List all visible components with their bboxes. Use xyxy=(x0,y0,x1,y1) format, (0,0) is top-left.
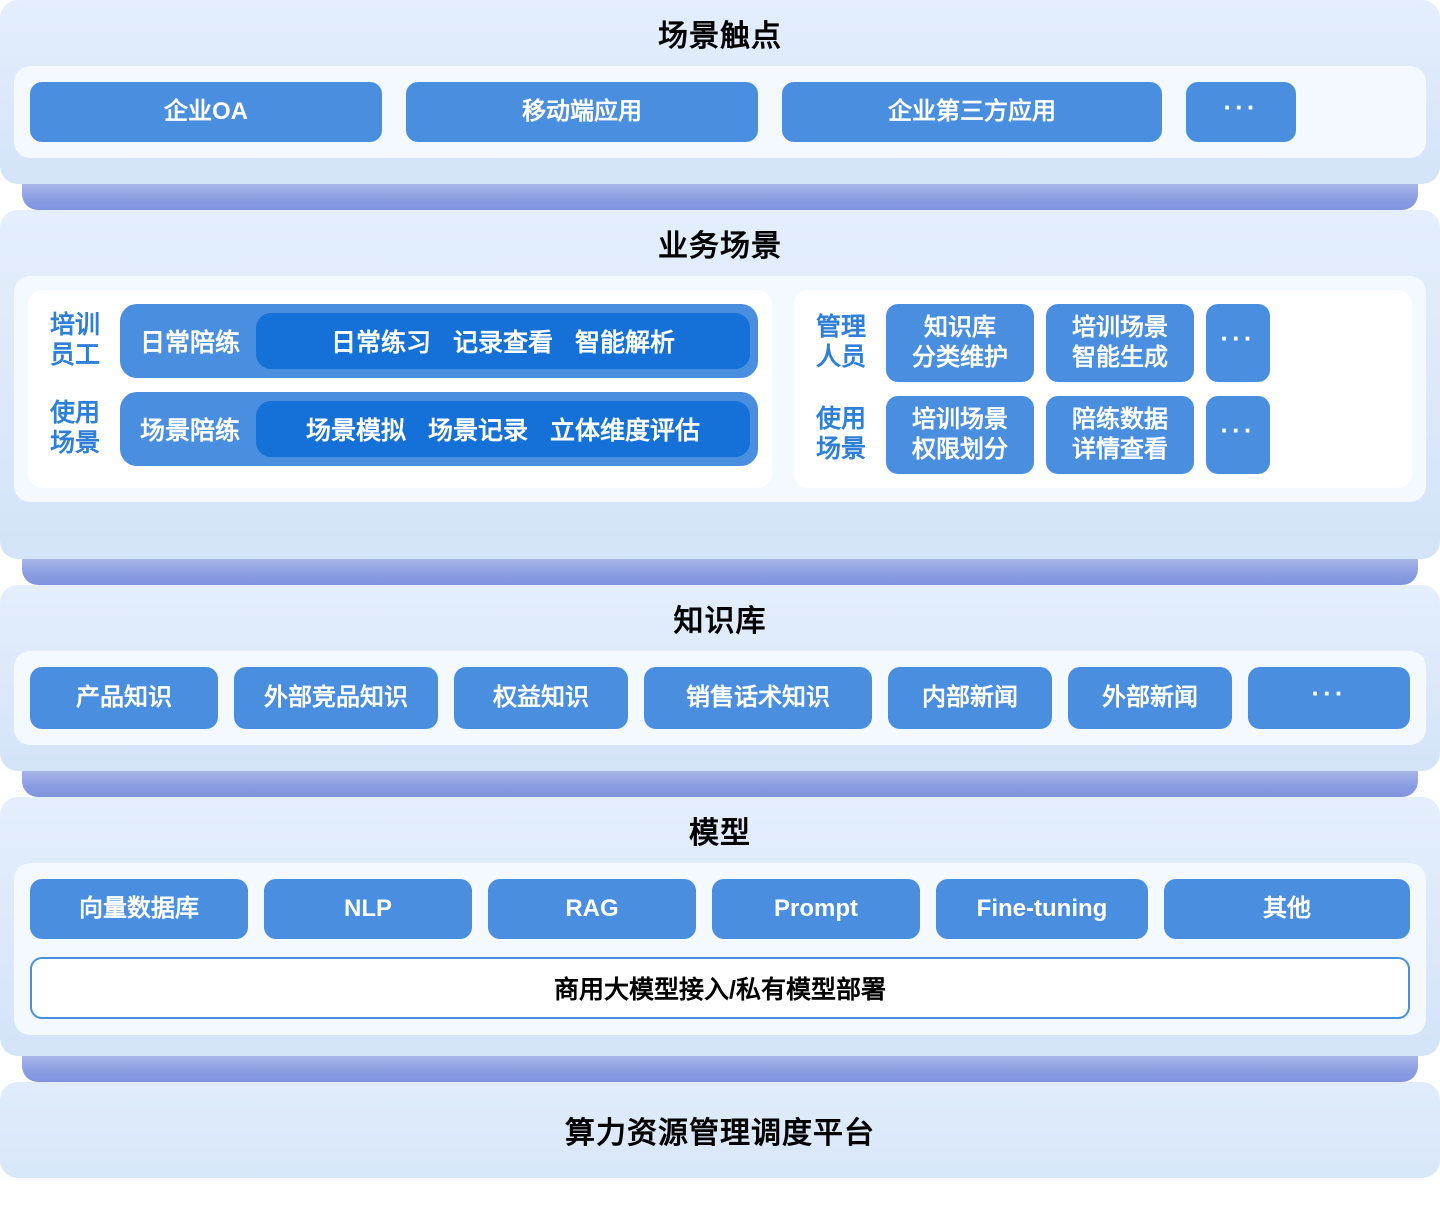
business-card: 培训 员工 日常陪练 日常练习 记录查看 智能解析 xyxy=(14,275,1426,502)
layer-knowledge-base: 知识库 产品知识 外部竞品知识 权益知识 销售话术知识 内部新闻 外部新闻 ··… xyxy=(0,585,1440,797)
layer-business-scenarios: 业务场景 培训 员工 日常陪练 日常练习 记录查看 智能解析 xyxy=(0,210,1440,585)
business-panel: 业务场景 培训 员工 日常陪练 日常练习 记录查看 智能解析 xyxy=(0,210,1440,559)
business-item-multidim-evaluation[interactable]: 立体维度评估 xyxy=(550,416,701,445)
model-chip-vector-db[interactable]: 向量数据库 xyxy=(30,878,248,939)
knowledge-title: 知识库 xyxy=(673,605,767,638)
business-left-group: 培训 员工 日常陪练 日常练习 记录查看 智能解析 xyxy=(28,289,772,488)
business-row-admin-staff: 管理 人员 知识库 分类维护 培训场景 智能生成 ··· xyxy=(808,303,1398,382)
role-label-admin-staff: 管理 人员 xyxy=(815,313,866,371)
role-label-usage-scenario-right: 使用 场景 xyxy=(815,405,866,463)
layer-compute-platform: 算力资源管理调度平台 xyxy=(0,1082,1440,1192)
knowledge-chip-benefits[interactable]: 权益知识 xyxy=(454,666,628,729)
touchpoints-card: 企业OA 移动端应用 企业第三方应用 ··· xyxy=(14,65,1426,158)
layer-shadow-slab xyxy=(22,1056,1418,1082)
touchpoint-chip-enterprise-oa[interactable]: 企业OA xyxy=(30,81,382,142)
business-row-usage-scenario-left: 使用 场景 场景陪练 场景模拟 场景记录 立体维度评估 xyxy=(42,391,758,466)
business-title: 业务场景 xyxy=(658,230,782,263)
business-chip-coaching-data-detail[interactable]: 陪练数据 详情查看 xyxy=(1046,395,1194,474)
touchpoints-title: 场景触点 xyxy=(658,20,782,53)
business-chip-more-admin[interactable]: ··· xyxy=(1206,303,1270,382)
knowledge-chip-internal-news[interactable]: 内部新闻 xyxy=(888,666,1052,729)
model-chip-rag[interactable]: RAG xyxy=(488,878,696,939)
business-columns: 培训 员工 日常陪练 日常练习 记录查看 智能解析 xyxy=(28,289,1412,488)
touchpoint-chip-third-party-app[interactable]: 企业第三方应用 xyxy=(782,81,1162,142)
knowledge-chip-sales-script[interactable]: 销售话术知识 xyxy=(644,666,872,729)
layer-touchpoints: 场景触点 企业OA 移动端应用 企业第三方应用 ··· xyxy=(0,0,1440,210)
pill-daily-coaching[interactable]: 日常陪练 日常练习 记录查看 智能解析 xyxy=(120,303,758,378)
model-chip-fine-tuning[interactable]: Fine-tuning xyxy=(936,878,1148,939)
knowledge-chip-product[interactable]: 产品知识 xyxy=(30,666,218,729)
model-title: 模型 xyxy=(689,817,751,850)
model-row: 向量数据库 NLP RAG Prompt Fine-tuning 其他 xyxy=(30,878,1410,939)
business-row-usage-scenario-right: 使用 场景 培训场景 权限划分 陪练数据 详情查看 ··· xyxy=(808,395,1398,474)
model-panel: 模型 向量数据库 NLP RAG Prompt Fine-tuning 其他 商… xyxy=(0,797,1440,1056)
business-chip-more-usage[interactable]: ··· xyxy=(1206,395,1270,474)
model-chip-prompt[interactable]: Prompt xyxy=(712,878,920,939)
role-label-usage-scenario-left: 使用 场景 xyxy=(49,399,100,457)
knowledge-chip-competitor[interactable]: 外部竞品知识 xyxy=(234,666,438,729)
pill-inner-daily-coaching: 日常练习 记录查看 智能解析 xyxy=(256,312,750,369)
business-item-record-view[interactable]: 记录查看 xyxy=(453,328,554,357)
pill-head-scenario-coaching: 场景陪练 xyxy=(140,416,241,445)
pill-scenario-coaching[interactable]: 场景陪练 场景模拟 场景记录 立体维度评估 xyxy=(120,391,758,466)
role-label-training-staff: 培训 员工 xyxy=(49,311,100,369)
knowledge-card: 产品知识 外部竞品知识 权益知识 销售话术知识 内部新闻 外部新闻 ··· xyxy=(14,650,1426,745)
business-chip-training-scenario-permission[interactable]: 培训场景 权限划分 xyxy=(886,395,1034,474)
pill-inner-scenario-coaching: 场景模拟 场景记录 立体维度评估 xyxy=(256,400,750,457)
business-item-scenario-record[interactable]: 场景记录 xyxy=(428,416,529,445)
knowledge-chip-more[interactable]: ··· xyxy=(1248,666,1410,729)
touchpoint-chip-more[interactable]: ··· xyxy=(1186,81,1296,142)
knowledge-chip-external-news[interactable]: 外部新闻 xyxy=(1068,666,1232,729)
knowledge-row: 产品知识 外部竞品知识 权益知识 销售话术知识 内部新闻 外部新闻 ··· xyxy=(30,666,1410,729)
business-item-smart-analysis[interactable]: 智能解析 xyxy=(575,328,676,357)
layer-shadow-slab xyxy=(22,771,1418,797)
model-chip-nlp[interactable]: NLP xyxy=(264,878,472,939)
model-chip-other[interactable]: 其他 xyxy=(1164,878,1410,939)
layer-model: 模型 向量数据库 NLP RAG Prompt Fine-tuning 其他 商… xyxy=(0,797,1440,1082)
pill-head-daily-coaching: 日常陪练 xyxy=(140,328,241,357)
touchpoint-chip-mobile-app[interactable]: 移动端应用 xyxy=(406,81,758,142)
business-right-group: 管理 人员 知识库 分类维护 培训场景 智能生成 ··· 使用 场景 培训场景 … xyxy=(794,289,1412,488)
business-row-training-staff: 培训 员工 日常陪练 日常练习 记录查看 智能解析 xyxy=(42,303,758,378)
layer-shadow-slab xyxy=(22,184,1418,210)
business-chip-training-scenario-generation[interactable]: 培训场景 智能生成 xyxy=(1046,303,1194,382)
model-card: 向量数据库 NLP RAG Prompt Fine-tuning 其他 商用大模… xyxy=(14,862,1426,1035)
model-deployment-bar[interactable]: 商用大模型接入/私有模型部署 xyxy=(30,956,1410,1019)
touchpoints-row: 企业OA 移动端应用 企业第三方应用 ··· xyxy=(30,81,1410,142)
business-item-daily-practice[interactable]: 日常练习 xyxy=(330,328,431,357)
compute-platform-title: 算力资源管理调度平台 xyxy=(0,1082,1440,1178)
knowledge-panel: 知识库 产品知识 外部竞品知识 权益知识 销售话术知识 内部新闻 外部新闻 ··… xyxy=(0,585,1440,771)
touchpoints-panel: 场景触点 企业OA 移动端应用 企业第三方应用 ··· xyxy=(0,0,1440,184)
business-chip-kb-category-maintenance[interactable]: 知识库 分类维护 xyxy=(886,303,1034,382)
layer-shadow-slab xyxy=(22,559,1418,585)
business-item-scenario-simulation[interactable]: 场景模拟 xyxy=(305,416,406,445)
